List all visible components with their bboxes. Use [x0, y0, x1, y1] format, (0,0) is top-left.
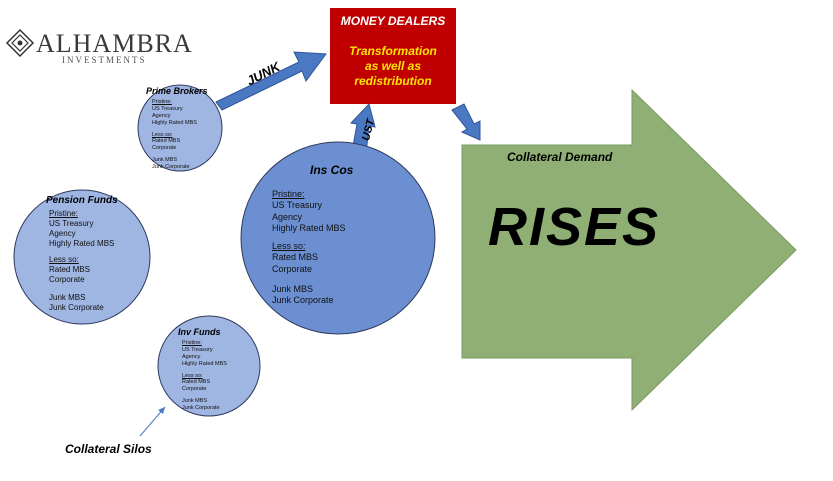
junk-item: Junk MBS	[182, 398, 208, 405]
less-item: Rated MBS	[152, 138, 181, 145]
money-dealers-subtitle: Transformation as well as redistribution	[349, 44, 437, 88]
collateral-demand-arrow	[461, 88, 797, 412]
silos-pointer-head	[158, 407, 165, 414]
alhambra-logo-icon	[5, 28, 35, 58]
pristine-heading: Pristine:	[182, 340, 202, 346]
pension-funds-text: Pension Funds Pristine: US Treasury Agen…	[46, 195, 146, 313]
logo-name: ALHAMBRA	[36, 29, 193, 58]
prime-brokers-circle	[137, 84, 223, 172]
less-item: Corporate	[182, 386, 207, 393]
less-item: Corporate	[152, 145, 177, 152]
pristine-item: Highly Rated MBS	[152, 119, 197, 126]
pristine-item: Highly Rated MBS	[49, 239, 115, 248]
down-arrow	[451, 103, 481, 141]
ins-cos-circle	[240, 141, 436, 335]
less-item: Rated MBS	[182, 379, 211, 386]
junk-item: Junk Corporate	[49, 303, 104, 312]
less-item: Rated MBS	[49, 265, 90, 274]
money-dealers-title: MONEY DEALERS	[340, 14, 446, 28]
junk-item: Junk Corporate	[272, 295, 334, 305]
collateral-silos-label: Collateral Silos	[65, 442, 152, 456]
money-dealers-box	[330, 8, 456, 104]
less-heading: Less so:	[152, 131, 173, 138]
pristine-item: US Treasury	[152, 105, 183, 112]
junk-arrow	[215, 51, 327, 111]
logo-tagline: INVESTMENTS	[62, 55, 147, 65]
pension-funds-title: Pension Funds	[46, 195, 118, 206]
pristine-item: Agency	[272, 211, 303, 222]
pristine-item: Highly Rated MBS	[272, 222, 346, 233]
rises-label: RISES	[488, 197, 661, 257]
pristine-item: US Treasury	[272, 200, 323, 211]
pristine-heading: Pristine:	[49, 209, 78, 218]
collateral-demand-label: Collateral Demand	[507, 150, 613, 164]
pension-funds-circle	[13, 189, 151, 325]
pristine-item: Agency	[152, 112, 171, 119]
inv-funds-text: Inv Funds Pristine: US Treasury Agency H…	[178, 327, 258, 412]
junk-item: Junk MBS	[49, 293, 86, 302]
less-heading: Less so:	[272, 241, 306, 251]
pristine-heading: Pristine:	[152, 99, 172, 105]
less-item: Corporate	[49, 275, 85, 284]
ins-cos-title: Ins Cos	[310, 163, 354, 177]
junk-item: Junk MBS	[272, 283, 314, 294]
pristine-item: Agency	[49, 229, 76, 238]
inv-funds-title: Inv Funds	[178, 327, 221, 337]
junk-item: Junk MBS	[152, 157, 178, 164]
less-heading: Less so:	[182, 372, 203, 379]
ins-cos-text: Ins Cos Pristine: US Treasury Agency Hig…	[272, 163, 402, 306]
prime-brokers-text: Prime Brokers Pristine: US Treasury Agen…	[146, 86, 226, 171]
prime-brokers-title: Prime Brokers	[146, 86, 208, 96]
less-item: Rated MBS	[272, 252, 319, 263]
pristine-item: US Treasury	[49, 219, 94, 228]
pristine-item: Highly Rated MBS	[182, 360, 227, 367]
junk-item: Junk Corporate	[152, 164, 190, 170]
pristine-heading: Pristine:	[272, 189, 305, 199]
pristine-item: US Treasury	[182, 346, 213, 353]
inv-funds-circle	[157, 315, 261, 417]
less-item: Corporate	[272, 263, 313, 274]
junk-item: Junk Corporate	[182, 405, 220, 411]
less-heading: Less so:	[49, 255, 79, 264]
pristine-item: Agency	[182, 353, 201, 360]
